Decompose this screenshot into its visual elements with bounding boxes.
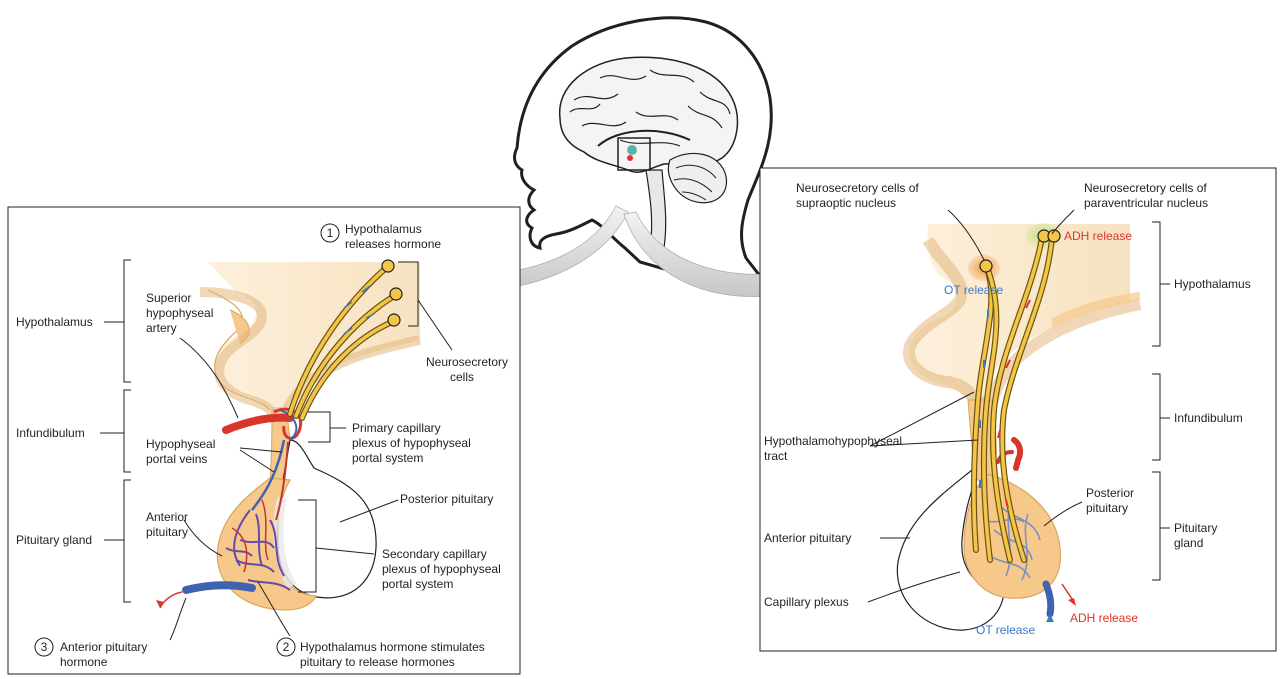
label-infundibulum-left: Infundibulum xyxy=(16,426,85,440)
label-superior-artery-1: Superior xyxy=(146,291,191,305)
label-adh-release-top: ADH release xyxy=(1064,229,1132,243)
label-posterior-pituitary-right-1: Posterior xyxy=(1086,486,1134,500)
step3-label-line1: Anterior pituitary xyxy=(60,640,147,654)
label-hypothalamus-left: Hypothalamus xyxy=(16,315,93,329)
label-pituitary-gland-left: Pituitary gland xyxy=(16,533,92,547)
label-hypothalamus-right: Hypothalamus xyxy=(1174,277,1251,291)
step1-number: 1 xyxy=(327,226,334,240)
step2-number: 2 xyxy=(283,640,290,654)
label-primary-plexus-1: Primary capillary xyxy=(352,421,441,435)
left-panel-anterior-pathway: 1 Hypothalamus releases hormone Hypothal… xyxy=(8,207,520,674)
label-paraventricular-2: paraventricular nucleus xyxy=(1084,196,1208,210)
label-neurosecretory-1: Neurosecretory xyxy=(426,355,508,369)
step2-label-line2: pituitary to release hormones xyxy=(300,655,455,669)
label-superior-artery-3: artery xyxy=(146,321,177,335)
label-supraoptic-2: supraoptic nucleus xyxy=(796,196,896,210)
label-primary-plexus-3: portal system xyxy=(352,451,423,465)
label-anterior-pituitary-left-1: Anterior xyxy=(146,510,188,524)
step3-label-line2: hormone xyxy=(60,655,108,669)
label-secondary-plexus-1: Secondary capillary xyxy=(382,547,487,561)
label-secondary-plexus-2: plexus of hypophyseal xyxy=(382,562,501,576)
label-ot-release-bottom: OT release xyxy=(976,623,1035,637)
step1-label-line1: Hypothalamus xyxy=(345,222,422,236)
label-pituitary-gland-right-1: Pituitary xyxy=(1174,521,1217,535)
label-pituitary-gland-right-2: gland xyxy=(1174,536,1203,550)
label-adh-release-bottom: ADH release xyxy=(1070,611,1138,625)
label-portal-veins-2: portal veins xyxy=(146,452,207,466)
label-ot-release-top: OT release xyxy=(944,283,1003,297)
label-anterior-pituitary-left-2: pituitary xyxy=(146,525,188,539)
label-supraoptic-1: Neurosecretory cells of xyxy=(796,181,919,195)
label-primary-plexus-2: plexus of hypophyseal xyxy=(352,436,471,450)
label-tract-1: Hypothalamohypophyseal xyxy=(764,434,902,448)
label-posterior-pituitary-right-2: pituitary xyxy=(1086,501,1128,515)
step1-label-line2: releases hormone xyxy=(345,237,441,251)
label-tract-2: tract xyxy=(764,449,788,463)
label-superior-artery-2: hypophyseal xyxy=(146,306,213,320)
label-paraventricular-1: Neurosecretory cells of xyxy=(1084,181,1207,195)
label-infundibulum-right: Infundibulum xyxy=(1174,411,1243,425)
label-capillary-plexus: Capillary plexus xyxy=(764,595,849,609)
right-panel-posterior-pathway: Neurosecretory cells of supraoptic nucle… xyxy=(760,168,1276,651)
step2-label-line1: Hypothalamus hormone stimulates xyxy=(300,640,485,654)
label-posterior-pituitary-left: Posterior pituitary xyxy=(400,492,493,506)
label-secondary-plexus-3: portal system xyxy=(382,577,453,591)
label-anterior-pituitary-right: Anterior pituitary xyxy=(764,531,851,545)
label-portal-veins-1: Hypophyseal xyxy=(146,437,215,451)
step3-number: 3 xyxy=(41,640,48,654)
label-neurosecretory-2: cells xyxy=(450,370,474,384)
